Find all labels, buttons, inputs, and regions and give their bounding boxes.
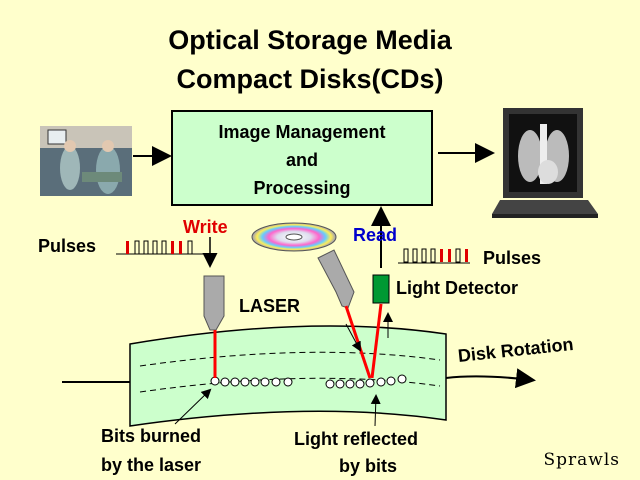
pulses-right-label: Pulses	[483, 248, 542, 268]
surgery-photo	[40, 126, 132, 196]
write-pulses	[116, 237, 218, 268]
read-pulses	[398, 248, 470, 264]
disk-rotation-arrow	[445, 368, 536, 389]
bits-burned-label-1: Bits burned	[101, 426, 202, 446]
title-line-2: Compact Disks(CDs)	[176, 64, 444, 94]
pointer-light-reflected	[370, 394, 381, 427]
processing-line-2: and	[285, 150, 318, 170]
light-reflected-label-1: Light reflected	[294, 429, 419, 449]
bits-row	[210, 374, 407, 389]
title-line-1: Optical Storage Media	[168, 25, 452, 55]
monitor-xray-icon	[492, 108, 598, 218]
laser-label: LASER	[239, 296, 301, 316]
light-detector-label: Light Detector	[396, 278, 519, 298]
write-label: Write	[183, 217, 228, 237]
disk-band	[129, 325, 447, 427]
pointer-bits-burned	[174, 388, 212, 425]
read-laser	[317, 249, 393, 379]
read-label: Read	[353, 225, 398, 245]
bits-burned-label-2: by the laser	[101, 455, 202, 475]
processing-line-1: Image Management	[218, 122, 386, 142]
write-laser	[203, 275, 225, 378]
processing-line-3: Processing	[253, 178, 351, 198]
light-detector-box	[372, 274, 390, 304]
pulses-left-label: Pulses	[38, 236, 97, 256]
cd-disc-icon	[251, 222, 337, 252]
light-reflected-label-2: by bits	[339, 456, 398, 476]
signature: Sprawls	[543, 450, 620, 470]
image-processing-box: Image Management and Processing	[171, 110, 433, 206]
